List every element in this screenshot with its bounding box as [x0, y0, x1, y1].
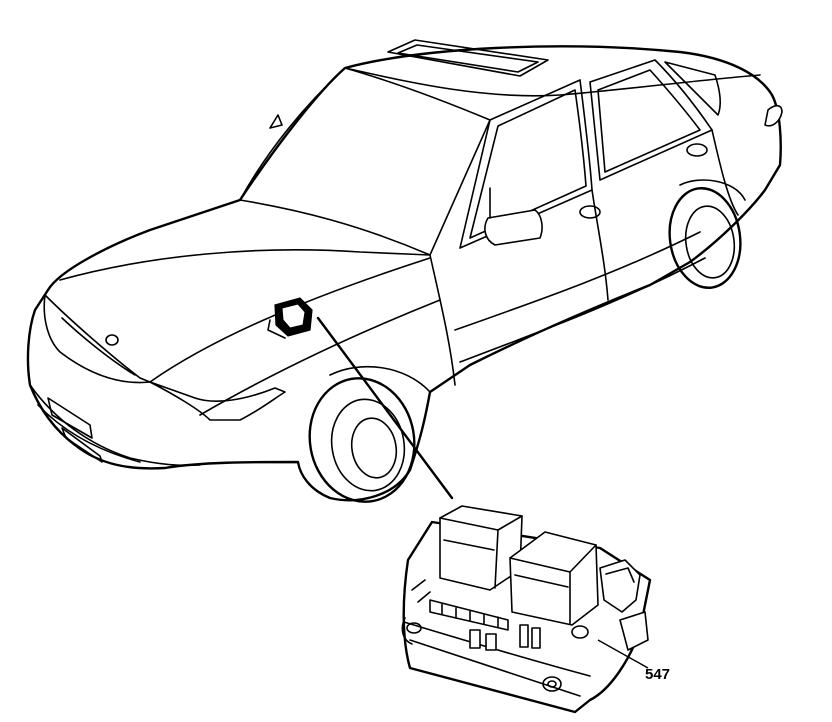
- car-front-bumper: [29, 384, 201, 467]
- car-front-grille: [43, 294, 151, 384]
- rear-wheel: [668, 179, 746, 289]
- car-taillight: [764, 104, 783, 127]
- car-windshield: [239, 67, 491, 256]
- car-sunroof: [387, 39, 549, 77]
- car-illustration: [26, 39, 783, 503]
- relay-clip-right: [599, 559, 641, 613]
- relay-location-marker: [267, 297, 313, 339]
- callout-label-547: 547: [645, 666, 671, 683]
- car-headlight: [149, 381, 286, 421]
- car-hood: [59, 249, 431, 281]
- relay-terminals: [429, 599, 509, 631]
- relay-right: [509, 531, 599, 626]
- front-door-handle: [579, 205, 601, 219]
- car-side-mirror: [484, 209, 543, 246]
- front-wheel: [308, 365, 431, 503]
- callout-leader-547: [597, 639, 649, 669]
- car-rear-door-window: [589, 59, 713, 181]
- relay-box-547: [401, 505, 652, 714]
- car-roofline: [344, 67, 761, 97]
- rear-door-handle: [686, 143, 708, 157]
- leader-line: [316, 316, 454, 500]
- relay-left: [439, 505, 523, 591]
